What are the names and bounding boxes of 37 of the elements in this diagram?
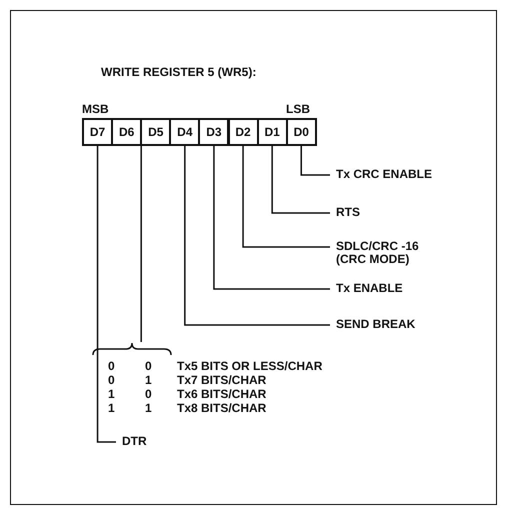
bit-cell: D4: [169, 118, 200, 146]
leader-line: [184, 146, 330, 326]
curly-brace: [92, 342, 172, 356]
table-cell-text: Tx7 BITS/CHAR: [177, 374, 266, 387]
bit-value: 1: [108, 402, 115, 415]
leader-line: [213, 146, 330, 290]
bit-function-label: DTR: [122, 435, 147, 448]
msb-label: MSB: [82, 103, 109, 116]
bit-value: 1: [145, 374, 152, 387]
leader-line: [271, 146, 330, 214]
leader-line: [96, 146, 116, 443]
table-cell-text: Tx5 BITS OR LESS/CHAR: [177, 360, 322, 373]
bit-cell: D0: [286, 118, 317, 146]
bit-cell: D2: [228, 118, 259, 146]
bit-cell: D7: [82, 118, 114, 146]
table-cell-text: Tx6 BITS/CHAR: [177, 388, 266, 401]
register-title: WRITE REGISTER 5 (WR5):: [101, 66, 256, 79]
bit-value: 1: [108, 388, 115, 401]
bit-value: 0: [108, 374, 115, 387]
leader-line: [300, 146, 330, 176]
leader-line: [140, 146, 142, 342]
bit-function-label: RTS: [336, 206, 360, 219]
lsb-label: LSB: [286, 103, 310, 116]
bit-function-label: Tx CRC ENABLE: [336, 168, 432, 181]
bit-cell: D3: [198, 118, 230, 146]
bit-value: 1: [145, 402, 152, 415]
bit-function-label: SDLC/CRC -16 (CRC MODE): [336, 240, 428, 266]
bit-function-label: Tx ENABLE: [336, 282, 403, 295]
bit-value: 0: [145, 388, 152, 401]
bit-cell: D6: [111, 118, 142, 146]
bit-value: 0: [145, 360, 152, 373]
leader-line: [242, 146, 330, 248]
bit-cell: D1: [256, 118, 288, 146]
table-cell-text: Tx8 BITS/CHAR: [177, 402, 266, 415]
bit-function-label: SEND BREAK: [336, 318, 416, 331]
bit-cell: D5: [140, 118, 172, 146]
bit-value: 0: [108, 360, 115, 373]
